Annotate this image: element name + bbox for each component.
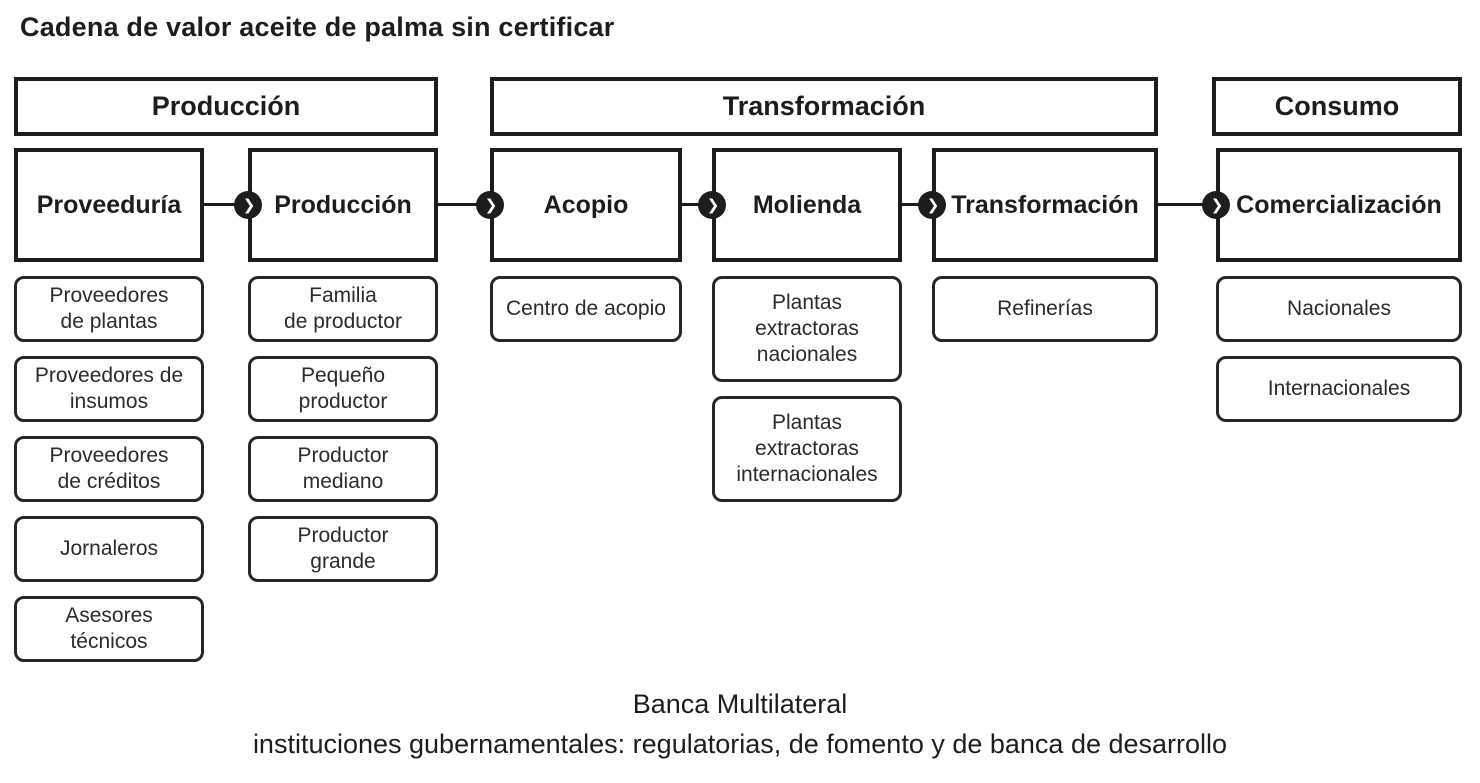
stage-column-acopio: Acopio Centro de acopio (490, 148, 682, 342)
sub-box-proveedores-de-insumos: Proveedores de insumos (14, 356, 204, 422)
connector-line-2 (434, 203, 490, 206)
phase-label: Consumo (1274, 91, 1400, 121)
stage-box-produccion: Producción (248, 148, 438, 262)
sub-box-plantas-extractoras-nacionales: Plantas extractoras nacionales (712, 276, 902, 382)
stage-label: Producción (274, 190, 412, 219)
sub-box-internacionales: Internacionales (1216, 356, 1462, 422)
sub-box-label: Familia de productor (284, 284, 402, 333)
sub-box-label: Productor mediano (297, 444, 389, 493)
chevron-glyph: ❯ (242, 196, 256, 214)
sub-box-label: Centro de acopio (506, 297, 666, 320)
sub-box-label: Plantas extractoras internacionales (736, 411, 878, 486)
chevron-glyph: ❯ (706, 196, 720, 214)
sub-box-label: Productor grande (297, 524, 389, 573)
connector-line-3 (678, 203, 712, 206)
sub-box-label: Asesores técnicos (65, 604, 153, 653)
stage-label: Transformación (951, 190, 1139, 219)
stage-label: Acopio (543, 190, 629, 219)
sub-box-label: Pequeño productor (298, 364, 388, 413)
sub-box-familia-de-productor: Familia de productor (248, 276, 438, 342)
sub-box-label: Proveedores de créditos (49, 444, 169, 493)
phase-header-transformacion: Transformación (490, 77, 1158, 136)
chevron-right-icon: ❯ (698, 191, 726, 219)
stage-label: Comercialización (1236, 190, 1442, 219)
phase-header-produccion: Producción (14, 77, 438, 136)
chevron-right-icon: ❯ (234, 191, 262, 219)
sub-box-productor-grande: Productor grande (248, 516, 438, 582)
sub-box-label: Plantas extractoras nacionales (755, 291, 859, 366)
stage-label: Molienda (752, 190, 862, 219)
phase-header-consumo: Consumo (1212, 77, 1462, 136)
chevron-glyph: ❯ (484, 196, 498, 214)
sub-box-label: Jornaleros (59, 537, 159, 560)
sub-box-asesores-tecnicos: Asesores técnicos (14, 596, 204, 662)
stage-column-comercializacion: Comercialización Nacionales Internaciona… (1216, 148, 1462, 422)
sub-box-plantas-extractoras-internacionales: Plantas extractoras internacionales (712, 396, 902, 502)
stage-column-transformacion: Transformación Refinerías (932, 148, 1158, 342)
stage-column-produccion: Producción Familia de productor Pequeño … (248, 148, 438, 582)
sub-box-proveedores-de-plantas: Proveedores de plantas (14, 276, 204, 342)
chevron-right-icon: ❯ (918, 191, 946, 219)
phase-label: Producción (151, 91, 301, 121)
sub-box-productor-mediano: Productor mediano (248, 436, 438, 502)
connector-line-5 (1154, 203, 1216, 206)
sub-box-proveedores-de-creditos: Proveedores de créditos (14, 436, 204, 502)
stage-label: Proveeduría (36, 190, 182, 219)
sub-box-label: Proveedores de insumos (34, 364, 184, 413)
footer: Banca Multilateral instituciones guberna… (0, 684, 1480, 764)
chevron-glyph: ❯ (1210, 196, 1224, 214)
page-title: Cadena de valor aceite de palma sin cert… (20, 12, 615, 42)
sub-box-jornaleros: Jornaleros (14, 516, 204, 582)
footer-line-2: instituciones gubernamentales: regulator… (252, 729, 1228, 759)
stage-box-transformacion: Transformación (932, 148, 1158, 262)
sub-box-label: Internacionales (1267, 377, 1411, 400)
sub-box-label: Nacionales (1287, 297, 1391, 320)
chevron-right-icon: ❯ (476, 191, 504, 219)
stage-box-acopio: Acopio (490, 148, 682, 262)
stage-box-molienda: Molienda (712, 148, 902, 262)
sub-box-label: Proveedores de plantas (49, 284, 169, 333)
footer-line-1: Banca Multilateral (632, 689, 848, 719)
connector-line-1 (200, 203, 248, 206)
sub-box-label: Refinerías (997, 297, 1093, 320)
stage-column-molienda: Molienda Plantas extractoras nacionales … (712, 148, 902, 502)
sub-box-pequeno-productor: Pequeño productor (248, 356, 438, 422)
chevron-glyph: ❯ (926, 196, 940, 214)
sub-box-centro-de-acopio: Centro de acopio (490, 276, 682, 342)
stage-box-comercializacion: Comercialización (1216, 148, 1462, 262)
connector-line-4 (898, 203, 932, 206)
stage-column-proveeduria: Proveeduría Proveedores de plantas Prove… (14, 148, 204, 662)
sub-box-refinerias: Refinerías (932, 276, 1158, 342)
chevron-right-icon: ❯ (1202, 191, 1230, 219)
phase-label: Transformación (722, 91, 926, 121)
sub-box-nacionales: Nacionales (1216, 276, 1462, 342)
stage-box-proveeduria: Proveeduría (14, 148, 204, 262)
